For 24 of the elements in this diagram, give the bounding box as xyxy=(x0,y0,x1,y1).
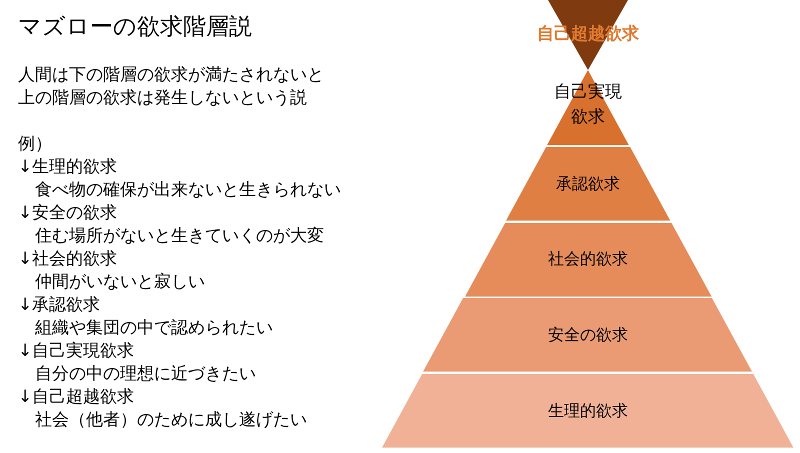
note-text: ↓自己実現欲求 xyxy=(18,340,134,362)
pyramid-layer xyxy=(547,70,629,146)
note-text: ↓生理的欲求 xyxy=(18,156,118,178)
layer-label: 承認欲求 xyxy=(556,172,620,195)
title: マズローの欲求階層説 xyxy=(18,13,252,42)
note-text: 社会（他者）のために成し遂げたい xyxy=(35,409,307,431)
note-text: 仲間がいないと寂しい xyxy=(35,271,205,293)
note-text: ↓社会的欲求 xyxy=(18,248,118,270)
pyramid-layer xyxy=(423,298,753,372)
note-text: 例） xyxy=(18,133,52,155)
note-text: ↓安全の欲求 xyxy=(18,202,118,224)
note-text: ↓自己超越欲求 xyxy=(18,386,134,408)
note-text: 自分の中の理想に近づきたい xyxy=(35,363,256,385)
note-text: 組織や集団の中で認められたい xyxy=(35,317,273,339)
note-text: 住む場所がないと生きていくのが大変 xyxy=(35,225,324,247)
pyramid-layer xyxy=(506,147,670,221)
note-text: 食べ物の確保が出来ないと生きられない xyxy=(35,179,341,201)
pyramid-layer xyxy=(464,222,712,296)
layer-label: 安全の欲求 xyxy=(548,324,628,346)
note-text: ↓承認欲求 xyxy=(18,294,100,316)
layer-label: 社会的欲求 xyxy=(548,248,628,270)
description-text: 人間は下の階層の欲求が満たされないと上の階層の欲求は発生しないという説 xyxy=(18,64,325,110)
layer-label: 生理的欲求 xyxy=(548,400,628,422)
pyramid-layer xyxy=(382,374,794,448)
